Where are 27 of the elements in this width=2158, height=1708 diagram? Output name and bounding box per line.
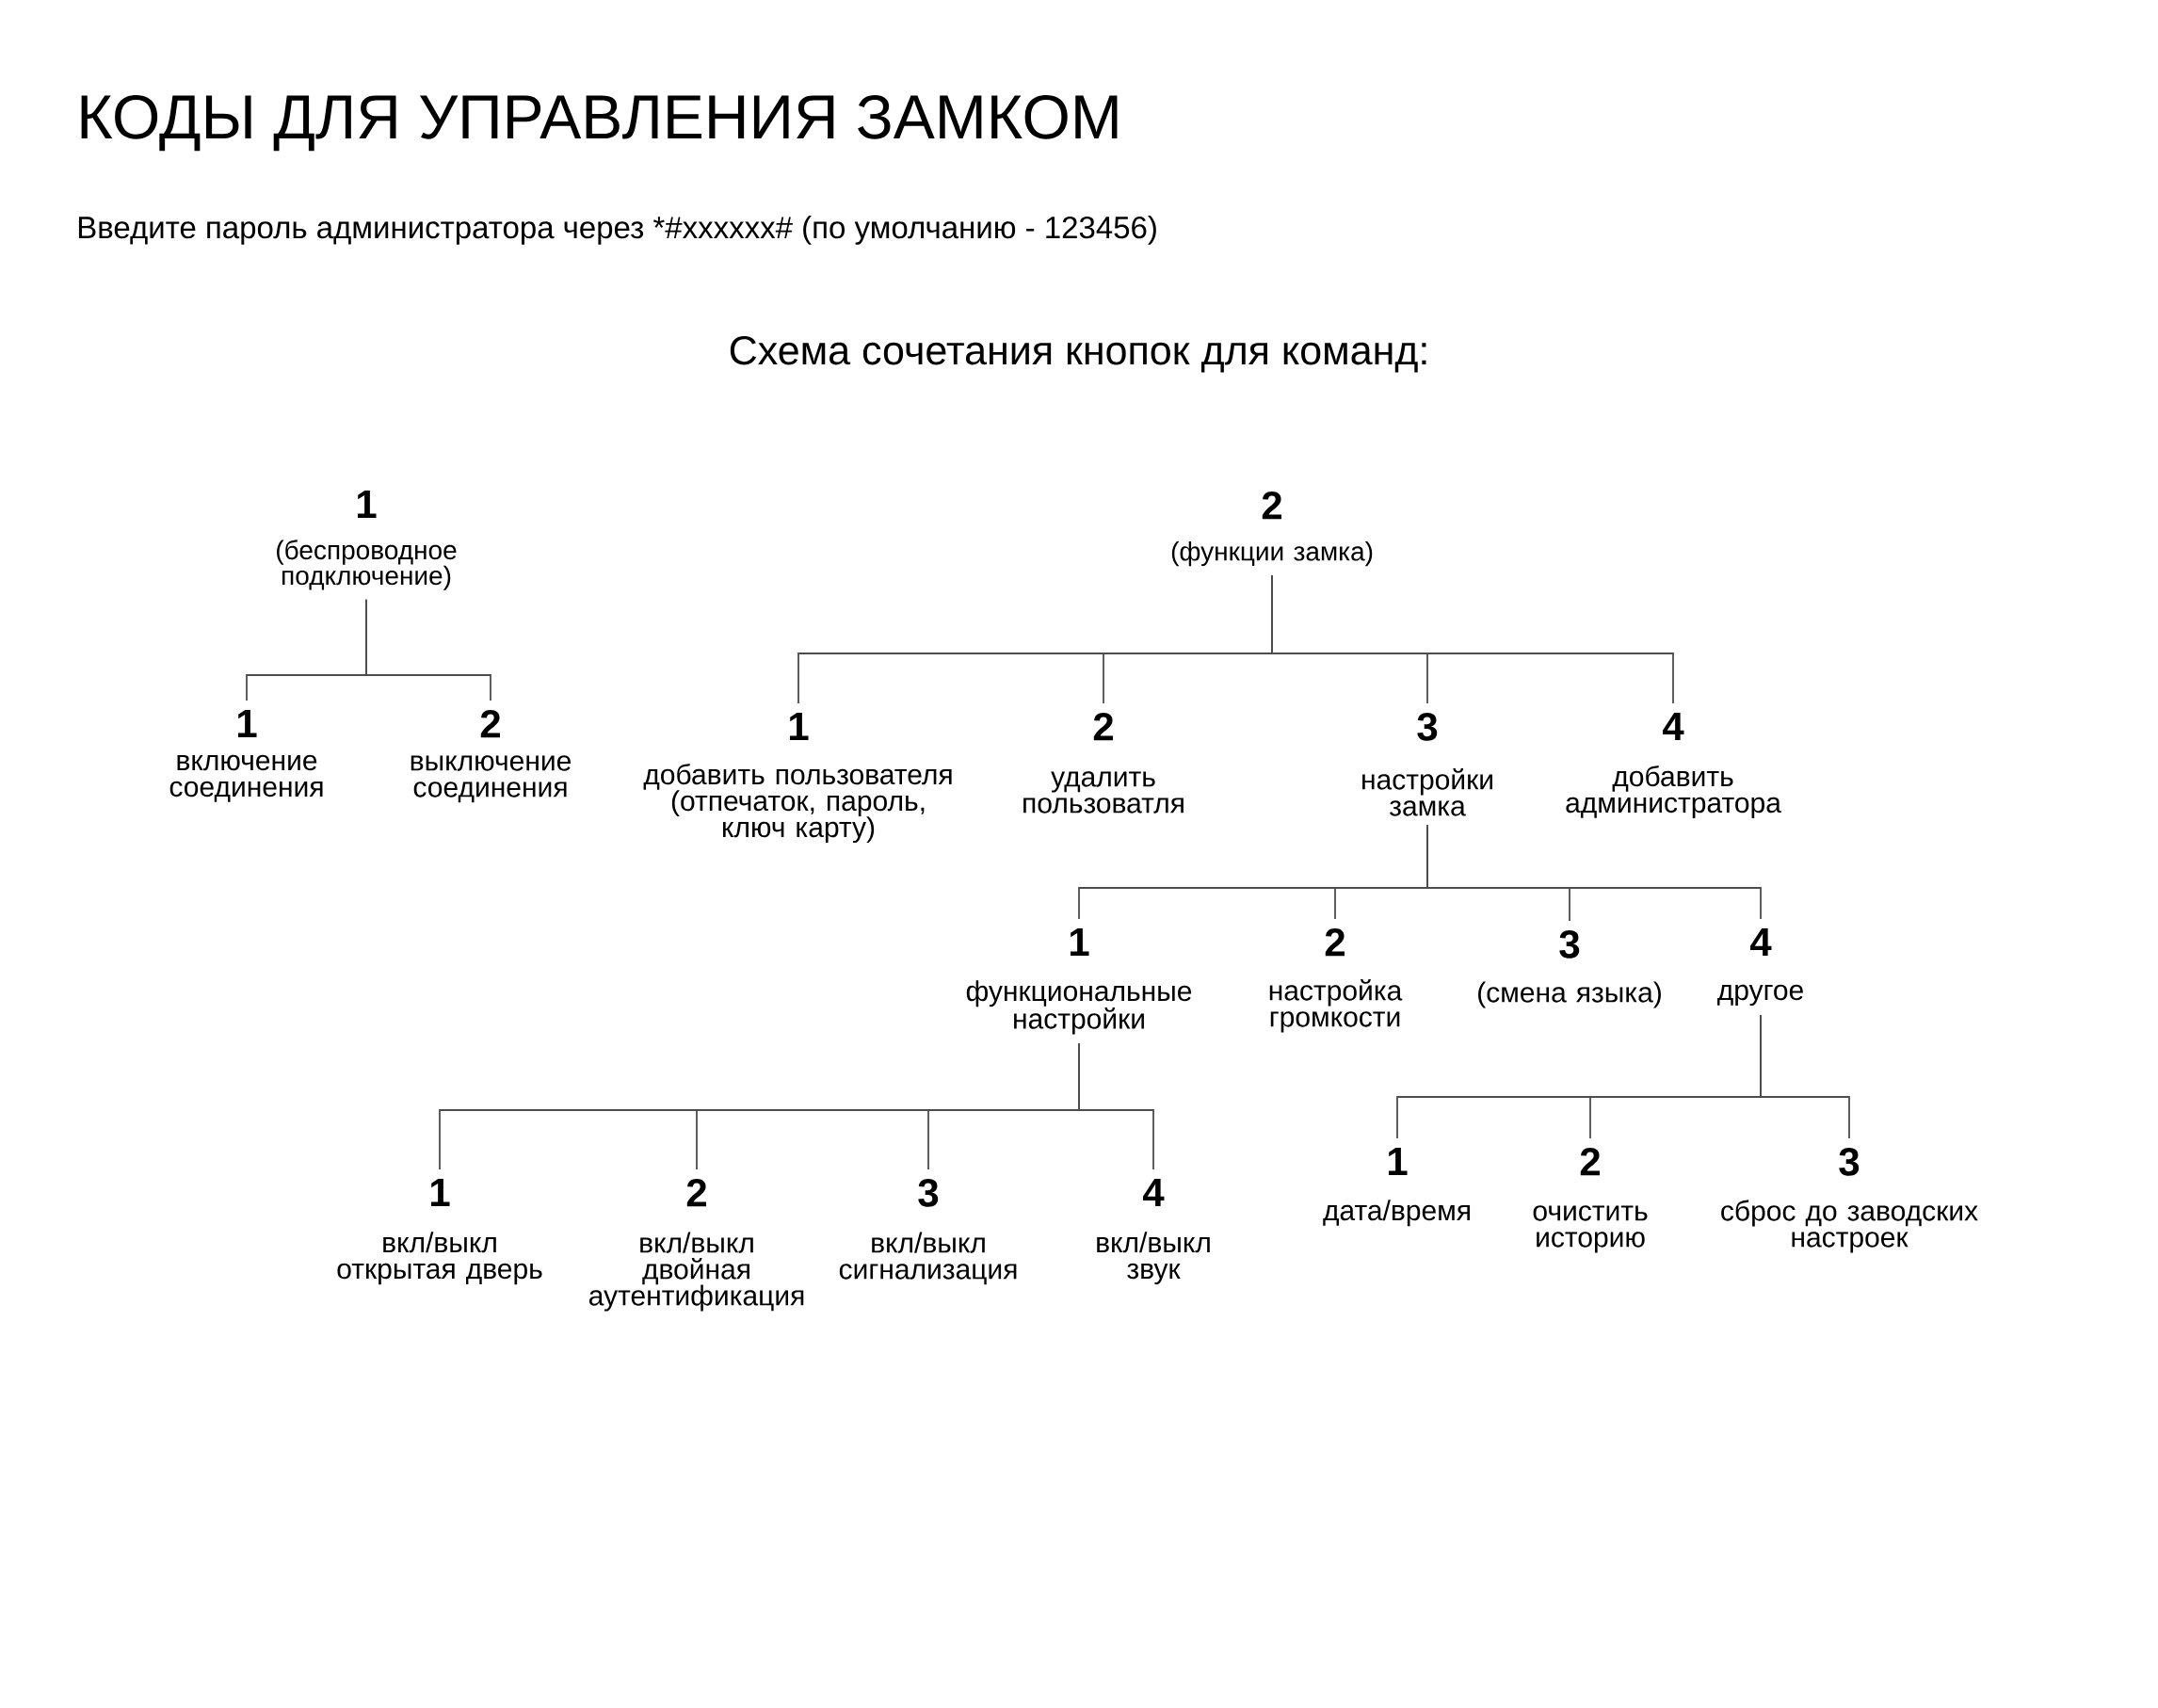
menu-option: 1 дата/время bbox=[1323, 1148, 1470, 1227]
menu-option: 1 (беспроводное подключение) bbox=[277, 491, 457, 590]
tree-connector bbox=[1760, 1014, 1850, 1139]
menu-option: 2 очистить историю bbox=[1533, 1148, 1648, 1253]
menu-option: 2 (функции замка) bbox=[1171, 491, 1373, 567]
menu-option: 3 (смена языка) bbox=[1478, 930, 1661, 1008]
instruction-text: Введите пароль администратора через *#xxxxxx# (по умолчанию - 123456) bbox=[78, 216, 1156, 245]
section-heading: Схема сочетания кнопок для команд: bbox=[730, 335, 1426, 373]
menu-option: 3 вкл/выкл сигнализация bbox=[839, 1179, 1017, 1285]
tree-connector bbox=[1271, 574, 1674, 704]
menu-option: 2 настройка громкости bbox=[1269, 928, 1403, 1033]
title: КОДЫ ДЛЯ УПРАВЛЕНИЯ ЗАМКОМ bbox=[81, 94, 1118, 152]
menu-option: 2 вкл/выкл двойная аутентификация bbox=[589, 1179, 804, 1312]
menu-option: 1 добавить пользователя (отпечаток, пароль, ключ карту) bbox=[643, 713, 952, 844]
menu-option: 4 вкл/выкл звук bbox=[1097, 1179, 1210, 1285]
menu-option: 3 сброс до заводских настроек bbox=[1721, 1148, 1978, 1253]
tree-connector bbox=[365, 598, 491, 701]
menu-option: 2 выключение соединения bbox=[411, 710, 571, 803]
menu-option: 1 вкл/выкл открытая дверь bbox=[337, 1179, 542, 1285]
tree-connector bbox=[1078, 1042, 1154, 1170]
menu-option: 1 функциональные настройки bbox=[966, 928, 1192, 1035]
menu-option: 2 удалить пользоватля bbox=[1023, 713, 1184, 814]
menu-option: 4 добавить администратора bbox=[1566, 713, 1781, 819]
menu-option: 3 настройки замка bbox=[1362, 713, 1492, 816]
menu-option: 1 включение соединения bbox=[169, 710, 323, 802]
tree-connector bbox=[1426, 824, 1762, 920]
menu-option: 4 другое bbox=[1717, 928, 1803, 1007]
